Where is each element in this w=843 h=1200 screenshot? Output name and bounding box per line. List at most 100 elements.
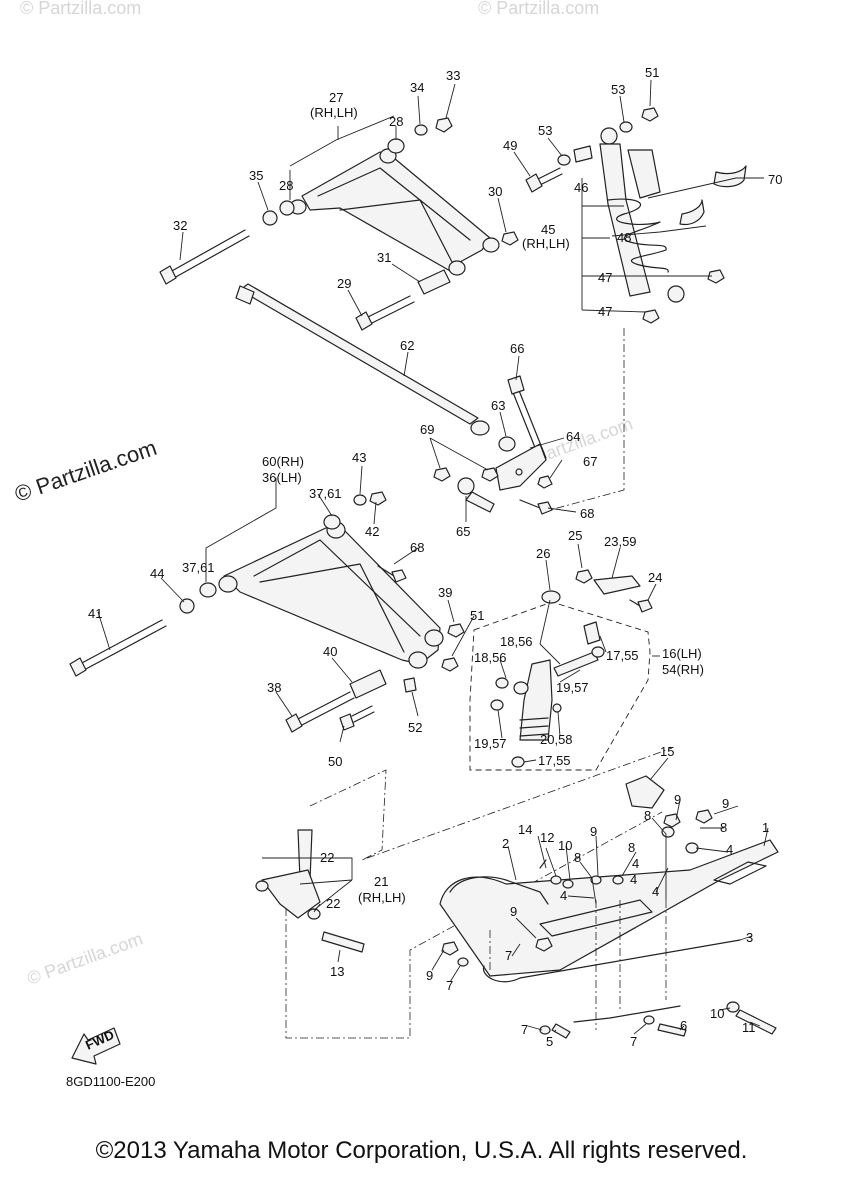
callout-25: 25 xyxy=(568,528,582,543)
bolt-38 xyxy=(285,691,355,733)
ski-fasteners xyxy=(441,809,777,1039)
ski-1 xyxy=(439,839,779,977)
callout-28: 28 xyxy=(389,114,403,129)
bracket-64 xyxy=(495,443,547,491)
callout-51: 51 xyxy=(645,65,659,80)
lower-a-arm xyxy=(218,521,444,669)
collar-40 xyxy=(349,669,387,699)
callout-62: 62 xyxy=(400,338,414,353)
callout-45: 45 xyxy=(541,222,555,237)
callout-14: 14 xyxy=(518,822,532,837)
washer-43 xyxy=(353,494,367,506)
shock-absorber xyxy=(599,127,685,303)
callouts: 27 (RH,LH) 34 33 28 28 35 32 30 31 29 51… xyxy=(88,65,782,1049)
callout-60: 60(RH) xyxy=(262,454,304,469)
callout-40: 40 xyxy=(323,644,337,659)
watermark-faint: © Partzilla.com xyxy=(20,0,141,18)
callout-44: 44 xyxy=(150,566,164,581)
callout-31: 31 xyxy=(377,250,391,265)
callout-68: 68 xyxy=(410,540,424,555)
nut-47 xyxy=(642,269,725,324)
washer-53 xyxy=(557,154,571,166)
callout-51: 51 xyxy=(470,608,484,623)
wear-bar-runner xyxy=(573,1005,681,1023)
pin-13 xyxy=(321,931,365,953)
watermark-faint: © Partzilla.com xyxy=(478,0,599,18)
callout-21: 21 xyxy=(374,874,388,889)
callout-22: 22 xyxy=(326,896,340,911)
nut-42 xyxy=(369,491,387,506)
tie-rod-end-65 xyxy=(457,477,495,513)
callout-53: 53 xyxy=(611,82,625,97)
callout-37: 37,61 xyxy=(309,486,342,501)
callout-9: 9 xyxy=(722,796,729,811)
callout-8: 8 xyxy=(644,808,651,823)
callout-18: 18,56 xyxy=(500,634,533,649)
callout-47: 47 xyxy=(598,270,612,285)
callout-47: 47 xyxy=(598,304,612,319)
callout-9: 9 xyxy=(426,968,433,983)
steering-arm-23 xyxy=(593,575,641,595)
bushing-28-upper xyxy=(387,138,405,154)
spindle-group-outline xyxy=(469,601,651,771)
forward-arrow-icon: FWD xyxy=(71,1027,121,1065)
nut-25 xyxy=(575,569,593,584)
callout-4: 4 xyxy=(630,872,637,887)
watermark-faint: © Partzilla.com xyxy=(25,928,146,988)
bushing-19-57 xyxy=(490,681,529,711)
spring-guide-70 xyxy=(679,165,747,226)
callout-18: 18,56 xyxy=(474,650,507,665)
callout-29: 29 xyxy=(337,276,351,291)
washer-44 xyxy=(179,598,195,614)
collar-52 xyxy=(403,677,417,693)
callout-42: 42 xyxy=(365,524,379,539)
callout-4: 4 xyxy=(652,884,659,899)
callout-21-note: (RH,LH) xyxy=(358,890,406,905)
bolt-32 xyxy=(159,229,250,285)
callout-27-note: (RH,LH) xyxy=(310,105,358,120)
bolt-49 xyxy=(525,167,563,193)
callout-43: 43 xyxy=(352,450,366,465)
callout-8: 8 xyxy=(574,850,581,865)
callout-33: 33 xyxy=(446,68,460,83)
callout-8: 8 xyxy=(628,840,635,855)
callout-64: 64 xyxy=(566,429,580,444)
callout-39: 39 xyxy=(438,585,452,600)
grease-nipple-20 xyxy=(552,703,562,713)
callout-45-note: (RH,LH) xyxy=(522,236,570,251)
bolt-24 xyxy=(629,599,653,613)
nut-39 xyxy=(447,623,465,638)
cap-26 xyxy=(541,590,561,604)
bolt-50 xyxy=(339,705,375,731)
washer-34 xyxy=(414,124,428,136)
callout-32: 32 xyxy=(173,218,187,233)
bolt-68-upper xyxy=(519,499,553,515)
diagram-code: 8GD1100-E200 xyxy=(66,1074,156,1089)
nut-33 xyxy=(435,117,453,133)
bolt-18-56 xyxy=(495,651,599,689)
upper-a-arm xyxy=(289,148,500,276)
callout-22: 22 xyxy=(320,850,334,865)
callout-10: 10 xyxy=(558,838,572,853)
callout-3: 3 xyxy=(746,930,753,945)
bolt-41 xyxy=(69,619,167,677)
bushing-17-55 xyxy=(511,646,605,768)
nut-51-lower xyxy=(441,657,459,672)
callout-12: 12 xyxy=(540,830,554,845)
callout-16: 16(LH) xyxy=(662,646,702,661)
callout-7: 7 xyxy=(505,948,512,963)
ski-wear-bar-3 xyxy=(482,939,741,983)
bushing-16 xyxy=(583,621,601,645)
collar-46 xyxy=(573,145,593,163)
callout-34: 34 xyxy=(410,80,424,95)
callout-5: 5 xyxy=(546,1034,553,1049)
stopper-15 xyxy=(625,775,665,809)
callout-11: 11 xyxy=(742,1020,756,1035)
axis-line xyxy=(549,328,625,511)
callout-46: 46 xyxy=(574,180,588,195)
callout-19: 19,57 xyxy=(474,736,507,751)
callout-7: 7 xyxy=(521,1022,528,1037)
ski-handle-2 xyxy=(449,876,549,905)
callout-66: 66 xyxy=(510,341,524,356)
